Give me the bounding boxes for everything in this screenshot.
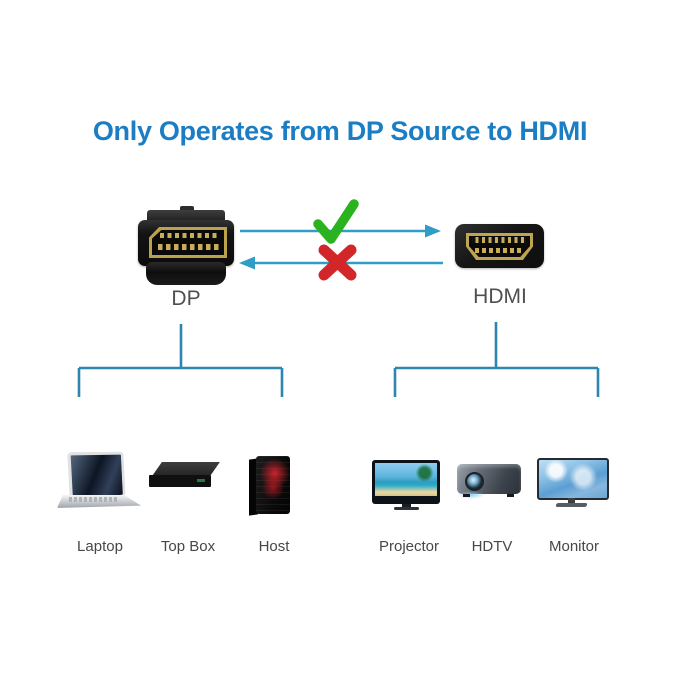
hdmi-pins	[475, 248, 524, 253]
laptop-keyboard	[69, 497, 119, 502]
device-host	[231, 450, 317, 525]
device-label-laptop: Laptop	[77, 538, 123, 555]
projector-foot	[507, 494, 514, 497]
tv-base	[394, 507, 419, 510]
cross-icon	[318, 244, 357, 281]
device-monitor	[529, 450, 619, 525]
set-top-box-indicator	[197, 479, 205, 482]
tv-screen	[375, 463, 437, 496]
laptop-screen	[67, 451, 126, 502]
dp-devices-bracket	[77, 324, 284, 397]
arrow-hdmi-to-dp	[239, 256, 443, 270]
dp-pins	[158, 244, 220, 250]
device-label-top-box: Top Box	[160, 538, 216, 555]
dp-connector-icon	[138, 206, 234, 286]
projector-lens	[465, 472, 484, 491]
device-hdtv	[449, 450, 535, 525]
pc-tower-front	[256, 456, 290, 514]
device-projector	[364, 450, 454, 525]
device-laptop	[55, 450, 145, 525]
page-title: Only Operates from DP Source to HDMI	[92, 116, 588, 146]
device-label-projector: Projector	[378, 538, 440, 555]
check-icon	[313, 199, 359, 244]
set-top-box-front	[149, 475, 211, 487]
hdmi-connector-icon	[455, 224, 544, 268]
device-label-hdtv: HDTV	[471, 538, 513, 555]
dp-connector-base	[146, 262, 226, 285]
device-top-box	[145, 450, 231, 525]
tv-stand	[402, 504, 411, 508]
set-top-box-top	[152, 462, 220, 476]
dp-label: DP	[171, 287, 201, 310]
device-label-monitor: Monitor	[548, 538, 600, 555]
projector-light-glow	[457, 491, 485, 499]
monitor-stand	[568, 498, 575, 503]
monitor-screen	[537, 458, 609, 500]
monitor-base	[555, 503, 588, 507]
device-label-host: Host	[258, 538, 290, 555]
hdmi-pins	[472, 237, 527, 243]
hdmi-label: HDMI	[473, 285, 527, 308]
hdmi-devices-bracket	[393, 322, 600, 397]
dp-pins	[160, 233, 220, 238]
dp-connector-nub	[180, 206, 194, 213]
projector-foot	[463, 494, 470, 497]
